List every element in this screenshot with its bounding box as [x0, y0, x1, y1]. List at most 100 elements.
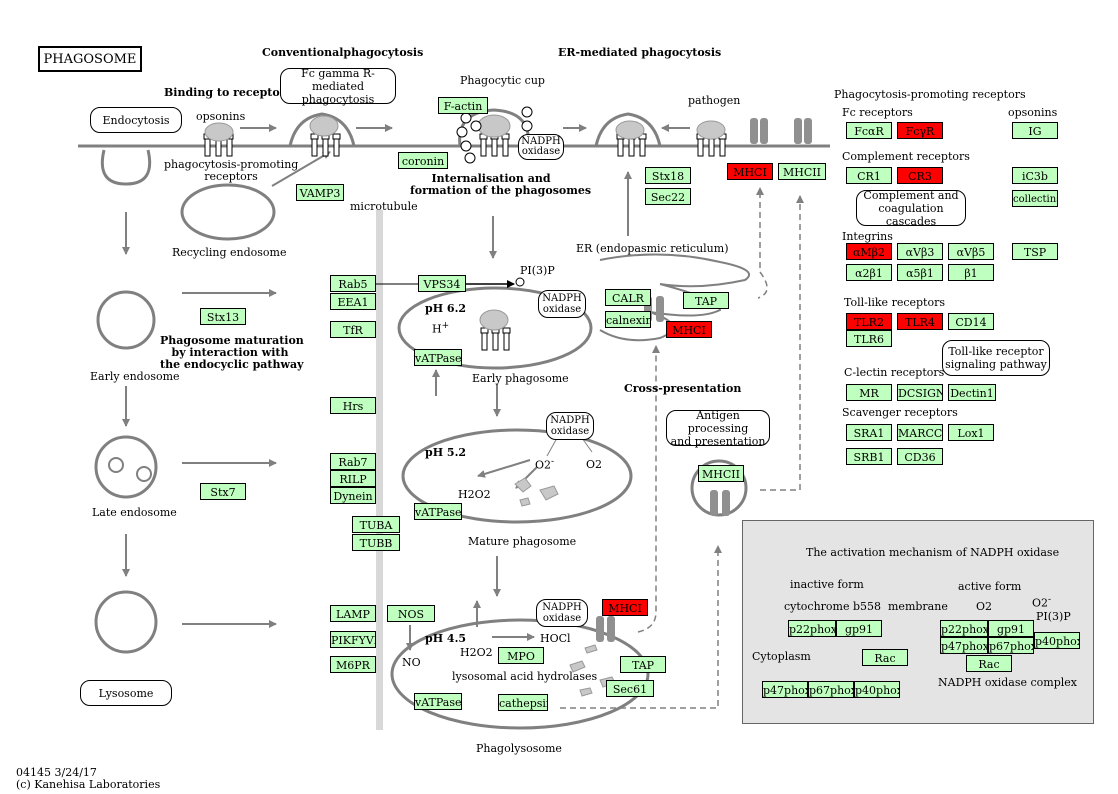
gene-vatpase-mature[interactable]: vATPase	[414, 503, 462, 520]
gene-stx18[interactable]: Stx18	[645, 167, 691, 184]
gene-mhci-phagolysosome[interactable]: MHCI	[602, 599, 648, 616]
gene-p22phox-inactive[interactable]: p22phox	[788, 620, 836, 637]
gene-mr[interactable]: MR	[846, 384, 892, 401]
gene-p40phox-active[interactable]: p40phox	[1034, 632, 1080, 649]
gene-cathepsin[interactable]: cathepsin	[498, 694, 548, 711]
gene-pikfyve[interactable]: PIKFYVE	[330, 631, 376, 648]
gene-dynein[interactable]: Dynein	[330, 487, 376, 504]
gene-f-actin[interactable]: F-actin	[438, 97, 488, 114]
gene-collectins[interactable]: collectins	[1012, 190, 1058, 207]
gene-srb1[interactable]: SRB1	[846, 448, 892, 465]
gene-ic3b[interactable]: iC3b	[1012, 167, 1058, 184]
receptor-stalk	[226, 137, 233, 157]
gene-m6pr[interactable]: M6PR	[330, 656, 376, 673]
gene-sec22[interactable]: Sec22	[645, 188, 691, 205]
footer-id-date: 04145 3/24/17	[16, 766, 97, 779]
gene-a5b1[interactable]: α5β1	[897, 264, 943, 281]
gene-avb3[interactable]: αVβ3	[897, 243, 943, 260]
heading-maturation-3: the endocyclic pathway	[160, 358, 304, 371]
gene-mhci-er[interactable]: MHCI	[666, 321, 712, 338]
actin-bead	[460, 112, 472, 124]
gene-p47phox-active[interactable]: p47phox	[940, 637, 988, 654]
gene-p67phox-active[interactable]: p67phox	[988, 637, 1034, 654]
gene-hrs[interactable]: Hrs	[330, 397, 376, 414]
gene-gp91-active[interactable]: gp91	[988, 620, 1034, 637]
pathway-endocytosis[interactable]: Endocytosis	[90, 107, 182, 133]
gene-calnexin[interactable]: calnexin	[605, 311, 651, 328]
gene-mpo[interactable]: MPO	[498, 647, 544, 664]
gene-sra1[interactable]: SRA1	[846, 424, 892, 441]
label-ppr-1: phagocytosis-promoting	[164, 158, 299, 171]
gene-calr[interactable]: CALR	[605, 289, 651, 306]
gene-cd36[interactable]: CD36	[897, 448, 943, 465]
gene-vps34[interactable]: VPS34	[418, 275, 466, 292]
gene-tsp[interactable]: TSP	[1012, 243, 1058, 260]
gene-dcsign[interactable]: DCSIGN	[897, 384, 943, 401]
actin-bead	[456, 126, 468, 138]
receptor-stalk	[204, 137, 211, 157]
gene-nos[interactable]: NOS	[387, 605, 435, 622]
gene-stx13[interactable]: Stx13	[200, 308, 246, 325]
receptor-stalk	[491, 137, 498, 157]
gene-p22phox-active[interactable]: p22phox	[940, 620, 988, 637]
gene-eea1[interactable]: EEA1	[330, 293, 376, 310]
gene-rab5[interactable]: Rab5	[330, 275, 376, 292]
gene-lamp[interactable]: LAMP	[330, 605, 376, 622]
gene-tap-phagolysosome[interactable]: TAP	[620, 656, 666, 673]
gene-stx7[interactable]: Stx7	[200, 483, 246, 500]
gene-sec61[interactable]: Sec61	[606, 680, 654, 697]
gene-rac-active[interactable]: Rac	[966, 655, 1012, 672]
label-hocl: HOCl	[540, 632, 571, 645]
gene-mhcii-top[interactable]: MHCII	[778, 163, 826, 180]
gene-amb2[interactable]: αMβ2	[846, 243, 892, 260]
label-complement-receptors: Complement receptors	[842, 150, 970, 163]
gene-a2b1[interactable]: α2β1	[846, 264, 892, 281]
receptor-head	[502, 327, 511, 334]
heading-conventional: Conventionalphagocytosis	[262, 46, 424, 59]
gene-dectin1[interactable]: Dectin1	[948, 384, 996, 401]
gene-fcar[interactable]: FcαR	[846, 122, 892, 139]
gene-cd14[interactable]: CD14	[948, 313, 994, 330]
receptor-head	[332, 133, 341, 140]
gene-tuba[interactable]: TUBA	[352, 516, 400, 533]
gene-gp91-inactive[interactable]: gp91	[836, 620, 882, 637]
gene-coronin[interactable]: coronin	[398, 152, 448, 169]
gene-tubb[interactable]: TUBB	[352, 534, 400, 551]
gene-cr3[interactable]: CR3	[897, 167, 943, 184]
gene-vatpase-early[interactable]: vATPase	[414, 349, 462, 366]
gene-rilp[interactable]: RILP	[330, 470, 376, 487]
label-membrane: membrane	[888, 600, 948, 613]
gene-p40phox-inactive[interactable]: p40phox	[854, 681, 900, 698]
gene-avb5[interactable]: αVβ5	[948, 243, 994, 260]
gene-tlr2[interactable]: TLR2	[846, 313, 892, 330]
gene-rac-inactive[interactable]: Rac	[862, 649, 908, 666]
gene-p47phox-inactive[interactable]: p47phox	[762, 681, 808, 698]
gene-b1[interactable]: β1	[948, 264, 994, 281]
gene-mhci-top[interactable]: MHCI	[727, 163, 773, 180]
gene-mhcii-vesicle[interactable]: MHCII	[698, 465, 744, 482]
gene-ig[interactable]: IG	[1012, 122, 1058, 139]
gene-vatpase-phagolysosome[interactable]: vATPase	[414, 693, 462, 710]
gene-marcc[interactable]: MARCC	[897, 424, 943, 441]
gene-p67phox-inactive[interactable]: p67phox	[808, 681, 854, 698]
gene-tap-er[interactable]: TAP	[683, 292, 729, 309]
gene-tfr[interactable]: TfR	[330, 321, 376, 338]
heading-internalisation-2: formation of the phagosomes	[410, 184, 592, 197]
gene-vamp3[interactable]: VAMP3	[296, 184, 344, 201]
gene-lox1[interactable]: Lox1	[948, 424, 994, 441]
gene-cr1[interactable]: CR1	[846, 167, 892, 184]
receptor-stalk	[333, 137, 340, 157]
pathway-lysosome[interactable]: Lysosome	[80, 680, 172, 706]
gene-fcgr[interactable]: FcγR	[897, 122, 943, 139]
gene-tlr6[interactable]: TLR6	[846, 330, 892, 347]
gene-tlr4[interactable]: TLR4	[897, 313, 943, 330]
gene-rab7[interactable]: Rab7	[330, 453, 376, 470]
